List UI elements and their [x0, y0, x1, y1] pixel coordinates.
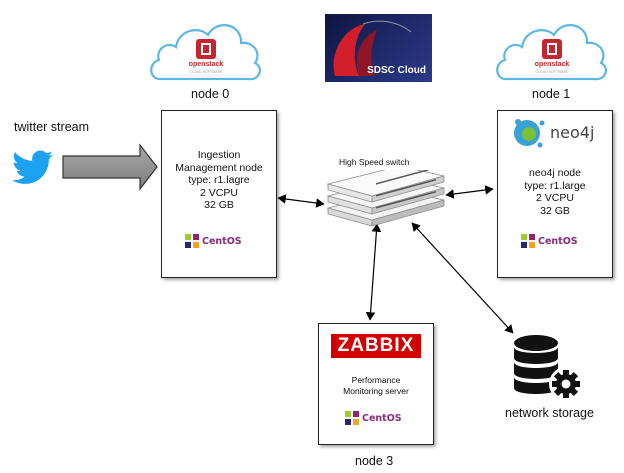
- node0-description: Ingestion Management node type: r1.lagre…: [162, 149, 276, 212]
- openstack-wordmark: openstack: [188, 61, 224, 68]
- node0-line: Management node: [175, 161, 263, 174]
- centos-logo: CentOS: [520, 233, 578, 249]
- openstack-tagline: CLOUD SOFTWARE: [535, 70, 569, 74]
- gear-icon: [549, 367, 583, 401]
- node3-line: Performance: [351, 375, 401, 385]
- node1-line: 2 VCPU: [536, 192, 574, 204]
- node1-label: node 1: [532, 87, 571, 101]
- network-switch-icon: [326, 170, 445, 226]
- node3-line: Monitoring server: [343, 386, 409, 396]
- node3-description: Performance Monitoring server: [319, 375, 433, 397]
- centos-wordmark: CentOS: [202, 235, 242, 247]
- neo4j-wordmark: neo4j: [550, 123, 595, 142]
- node1-description: neo4j node type: r1.large 2 VCPU 32 GB: [498, 167, 612, 217]
- node1-box: neo4j neo4j node type: r1.large 2 VCPU 3…: [497, 110, 613, 278]
- neo4j-icon: [514, 119, 545, 148]
- link-switch-node3: [365, 223, 382, 321]
- twitter-bird-icon: [12, 150, 54, 184]
- node3-box: ZABBIX Performance Monitoring server Cen…: [318, 323, 434, 445]
- node0-label: node 0: [191, 87, 230, 101]
- centos-icon: [344, 410, 360, 426]
- node1-line: 32 GB: [540, 204, 570, 217]
- database-storage-icon: [514, 335, 583, 401]
- openstack-icon: [542, 39, 562, 59]
- node0-line: 32 GB: [204, 199, 234, 211]
- sdsc-wordmark: SDSC Cloud: [367, 65, 426, 76]
- sdsc-cloud-logo: SDSC Cloud: [325, 14, 432, 82]
- openstack-icon: [196, 39, 216, 59]
- network-storage-label: network storage: [505, 406, 594, 420]
- neo4j-logo: neo4j: [512, 115, 608, 151]
- openstack-cloud-logo-left: openstack CLOUD SOFTWARE: [146, 5, 266, 85]
- node0-line: 2 VCPU: [200, 186, 238, 199]
- node0-box: Ingestion Management node type: r1.lagre…: [161, 110, 277, 278]
- openstack-tagline: CLOUD SOFTWARE: [189, 70, 223, 74]
- centos-icon: [520, 233, 536, 249]
- node0-line: Ingestion: [197, 149, 241, 161]
- centos-wordmark: CentOS: [538, 235, 578, 247]
- node1-line: neo4j node: [529, 167, 581, 179]
- centos-wordmark: CentOS: [362, 412, 402, 424]
- node3-label: node 3: [355, 454, 394, 468]
- sdsc-swoosh-icon: [333, 20, 412, 76]
- switch-label: High Speed switch: [339, 157, 410, 167]
- centos-logo: CentOS: [344, 410, 402, 426]
- node0-line: type: r1.lagre: [188, 174, 250, 186]
- stream-arrow: [62, 143, 158, 191]
- centos-logo: CentOS: [184, 233, 242, 249]
- centos-icon: [184, 233, 200, 249]
- openstack-cloud-logo-right: openstack CLOUD SOFTWARE: [492, 5, 612, 85]
- zabbix-logo: ZABBIX: [331, 334, 421, 358]
- twitter-stream-label: twitter stream: [14, 120, 90, 134]
- openstack-wordmark: openstack: [534, 61, 570, 68]
- link-node0-switch: [277, 194, 325, 208]
- link-switch-node1: [445, 185, 494, 199]
- link-switch-storage: [411, 222, 514, 334]
- node1-line: type: r1.large: [524, 179, 586, 192]
